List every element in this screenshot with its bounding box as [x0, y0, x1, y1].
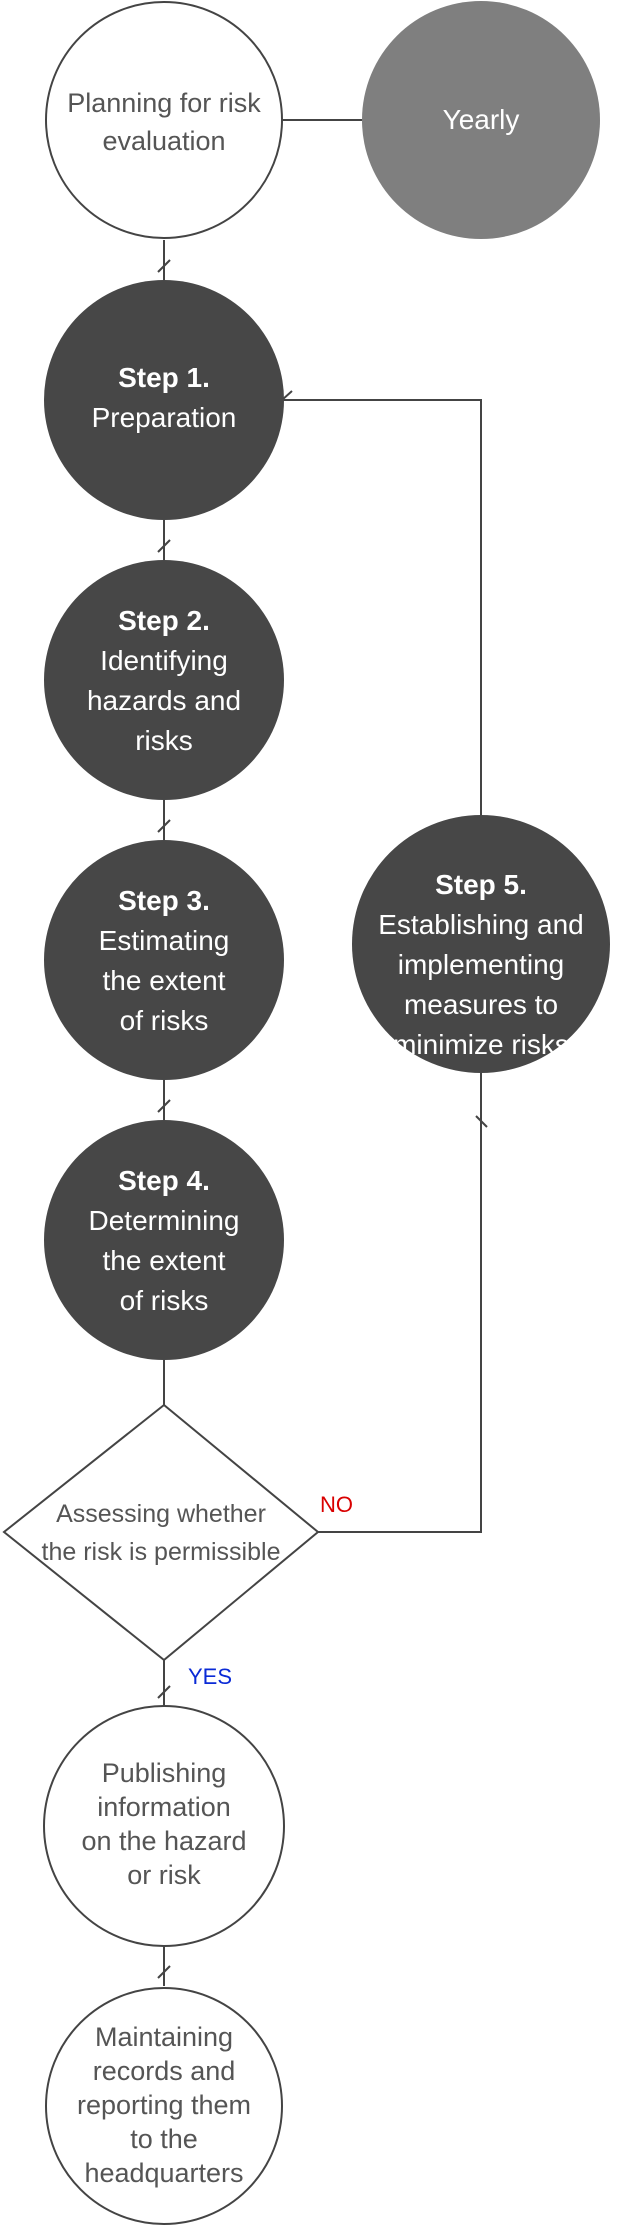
step4-title: Step 4.	[118, 1165, 210, 1196]
publish-line: on the hazard	[81, 1826, 246, 1856]
node-maintain: Maintaining records and reporting them t…	[45, 1987, 283, 2225]
step2-line: Identifying	[100, 645, 228, 676]
step1-title: Step 1.	[118, 362, 210, 393]
step1-line: Preparation	[92, 402, 237, 433]
maintain-line: Maintaining	[95, 2022, 233, 2052]
step2-circle	[44, 560, 284, 800]
node-yearly: Yearly	[362, 1, 600, 239]
step2-title: Step 2.	[118, 605, 210, 636]
step5-line: measures to	[404, 989, 558, 1020]
maintain-line: reporting them	[77, 2090, 251, 2120]
step4-line: Determining	[89, 1205, 240, 1236]
step5-line: implementing	[398, 949, 565, 980]
connector-ticks	[157, 259, 488, 1979]
step3-circle	[44, 840, 284, 1080]
maintain-circle	[45, 1987, 283, 2225]
node-decision: Assessing whether the risk is permissibl…	[2, 1403, 320, 1662]
tick-mark	[157, 1965, 171, 1979]
step2-line: risks	[135, 725, 193, 756]
node-step4: Step 4. Determining the extent of risks	[44, 1120, 284, 1360]
connector-step5-step1	[282, 399, 482, 815]
tick-mark	[157, 539, 171, 553]
tick-mark	[157, 1685, 171, 1699]
step3-title: Step 3.	[118, 885, 210, 916]
step4-line: the extent	[103, 1245, 226, 1276]
step3-line: Estimating	[99, 925, 230, 956]
yes-label: YES	[188, 1664, 232, 1689]
step4-circle	[44, 1120, 284, 1360]
node-publish: Publishing information on the hazard or …	[43, 1705, 285, 1947]
tick-mark	[157, 1099, 171, 1113]
step5-line: Establishing and	[378, 909, 583, 940]
connectors	[163, 119, 482, 1986]
tick-mark	[475, 1115, 488, 1128]
publish-line: information	[97, 1792, 231, 1822]
publish-line: or risk	[127, 1860, 201, 1890]
decision-line: Assessing whether	[56, 1500, 266, 1528]
node-step5: Step 5. Establishing and implementing me…	[352, 815, 610, 1073]
maintain-line: headquarters	[84, 2158, 243, 2188]
planning-line: Planning for risk	[67, 88, 261, 118]
yearly-circle	[362, 1, 600, 239]
node-step2: Step 2. Identifying hazards and risks	[44, 560, 284, 800]
publish-circle	[43, 1705, 285, 1947]
maintain-line: to the	[130, 2124, 198, 2154]
tick-mark	[157, 259, 171, 273]
step5-line: minimize risks	[393, 1029, 569, 1060]
yearly-label: Yearly	[443, 104, 520, 135]
planning-line: evaluation	[102, 126, 225, 156]
node-step1: Step 1. Preparation	[44, 280, 284, 520]
decision-diamond	[2, 1403, 320, 1662]
step4-line: of risks	[120, 1285, 209, 1316]
connector-decision-no-step5	[318, 1072, 482, 1533]
publish-line: Publishing	[102, 1758, 227, 1788]
tick-mark	[157, 819, 171, 833]
node-planning: Planning for risk evaluation	[45, 1, 283, 239]
maintain-line: records and	[93, 2056, 236, 2086]
step5-title: Step 5.	[435, 869, 527, 900]
step3-line: the extent	[103, 965, 226, 996]
step5-circle	[352, 815, 610, 1073]
step3-line: of risks	[120, 1005, 209, 1036]
no-label: NO	[320, 1492, 353, 1517]
planning-circle	[45, 1, 283, 239]
decision-line: the risk is permissible	[42, 1538, 281, 1566]
step1-circle	[44, 280, 284, 520]
step2-line: hazards and	[87, 685, 241, 716]
node-step3: Step 3. Estimating the extent of risks	[44, 840, 284, 1080]
